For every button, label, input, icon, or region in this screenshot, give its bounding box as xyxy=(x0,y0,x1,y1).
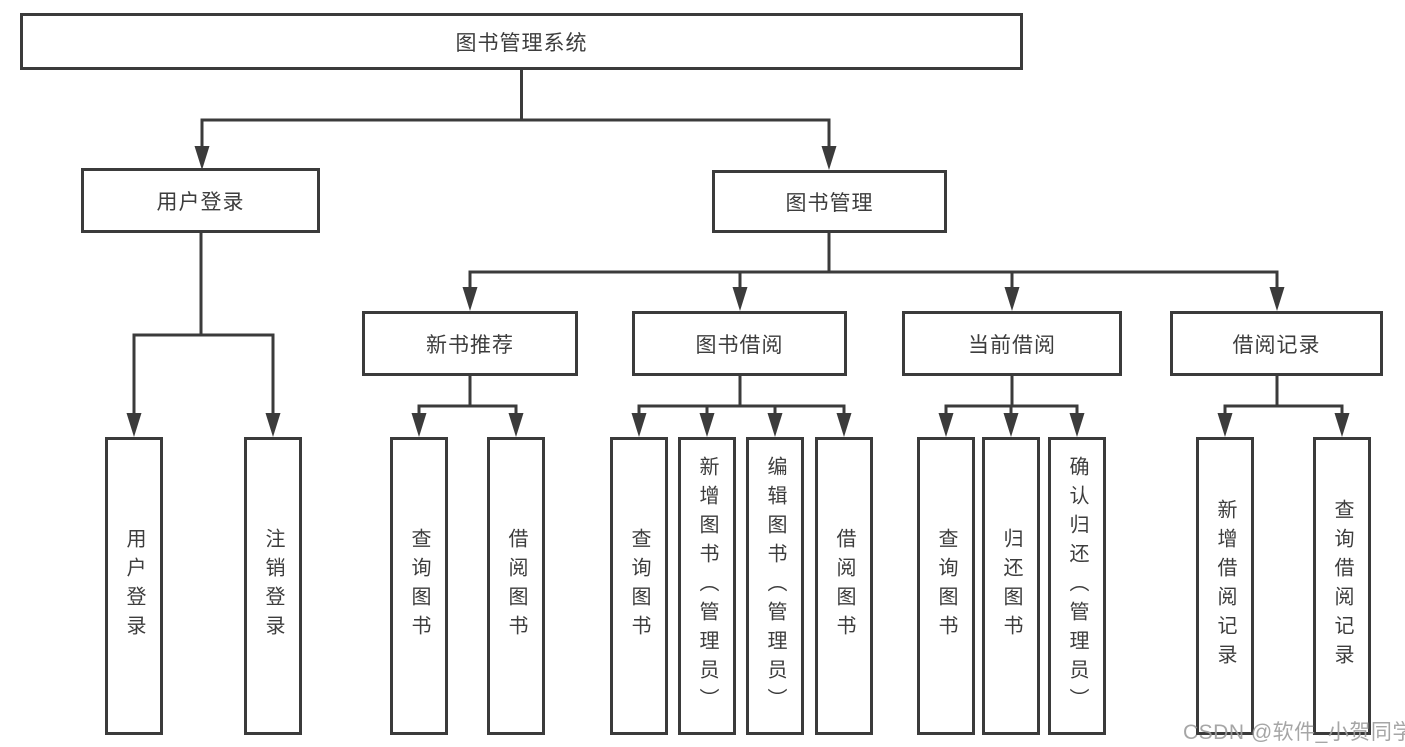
connector-borrow-to-leaves xyxy=(637,376,846,419)
leaf-label: 借阅图书 xyxy=(505,528,527,644)
leaf-add-borrow-record: 新增借阅记录 xyxy=(1196,437,1254,735)
leaf-borrow-books: 借阅图书 xyxy=(487,437,545,735)
leaf-query-books: 查询图书 xyxy=(390,437,448,735)
leaf-query-books: 查询图书 xyxy=(917,437,975,735)
node-book-borrow: 图书借阅 xyxy=(632,311,847,376)
leaf-query-books: 查询图书 xyxy=(610,437,668,735)
node-label: 图书管理 xyxy=(785,191,874,215)
leaf-label: 注销登录 xyxy=(262,528,284,644)
connector-recommend-to-leaves xyxy=(417,376,518,419)
node-user-login: 用户登录 xyxy=(81,168,320,233)
leaf-user-login: 用户登录 xyxy=(105,437,163,735)
leaf-label: 查询图书 xyxy=(935,528,957,644)
leaf-label: 确认归还（管理员） xyxy=(1066,455,1088,717)
connector-root-to-level2 xyxy=(200,70,831,152)
leaf-logout: 注销登录 xyxy=(244,437,302,735)
leaf-borrow-books: 借阅图书 xyxy=(815,437,873,735)
leaf-label: 编辑图书（管理员） xyxy=(764,455,786,717)
leaf-label: 用户登录 xyxy=(123,528,145,644)
leaf-label: 查询图书 xyxy=(628,528,650,644)
leaf-add-books-admin: 新增图书（管理员） xyxy=(678,437,736,735)
leaf-confirm-return-admin: 确认归还（管理员） xyxy=(1048,437,1106,735)
connector-records-to-leaves xyxy=(1223,376,1344,419)
node-label: 用户登录 xyxy=(156,190,245,214)
node-label: 图书借阅 xyxy=(695,333,784,357)
arrowhead-icons xyxy=(126,146,1350,437)
node-new-book-recommend: 新书推荐 xyxy=(362,311,578,376)
leaf-return-books: 归还图书 xyxy=(982,437,1040,735)
leaf-label: 新增借阅记录 xyxy=(1214,499,1236,673)
csdn-watermark: CSDN @软件_小贺同学 xyxy=(1183,721,1405,744)
node-current-borrow: 当前借阅 xyxy=(902,311,1122,376)
node-label: 借阅记录 xyxy=(1232,333,1321,357)
connector-login-to-leaves xyxy=(132,233,275,419)
leaf-label: 新增图书（管理员） xyxy=(696,455,718,717)
connector-mgmt-to-level3 xyxy=(468,233,1279,293)
leaf-label: 归还图书 xyxy=(1000,528,1022,644)
node-root-system: 图书管理系统 xyxy=(20,13,1023,70)
leaf-label: 查询图书 xyxy=(408,528,430,644)
leaf-label: 借阅图书 xyxy=(833,528,855,644)
leaf-query-borrow-record: 查询借阅记录 xyxy=(1313,437,1371,735)
node-book-management: 图书管理 xyxy=(712,170,947,233)
node-label: 新书推荐 xyxy=(426,333,514,357)
leaf-label: 查询借阅记录 xyxy=(1331,499,1353,673)
connector-current-to-leaves xyxy=(944,376,1079,419)
node-label: 图书管理系统 xyxy=(455,31,588,55)
node-borrow-records: 借阅记录 xyxy=(1170,311,1383,376)
node-label: 当前借阅 xyxy=(968,333,1056,357)
leaf-edit-books-admin: 编辑图书（管理员） xyxy=(746,437,804,735)
